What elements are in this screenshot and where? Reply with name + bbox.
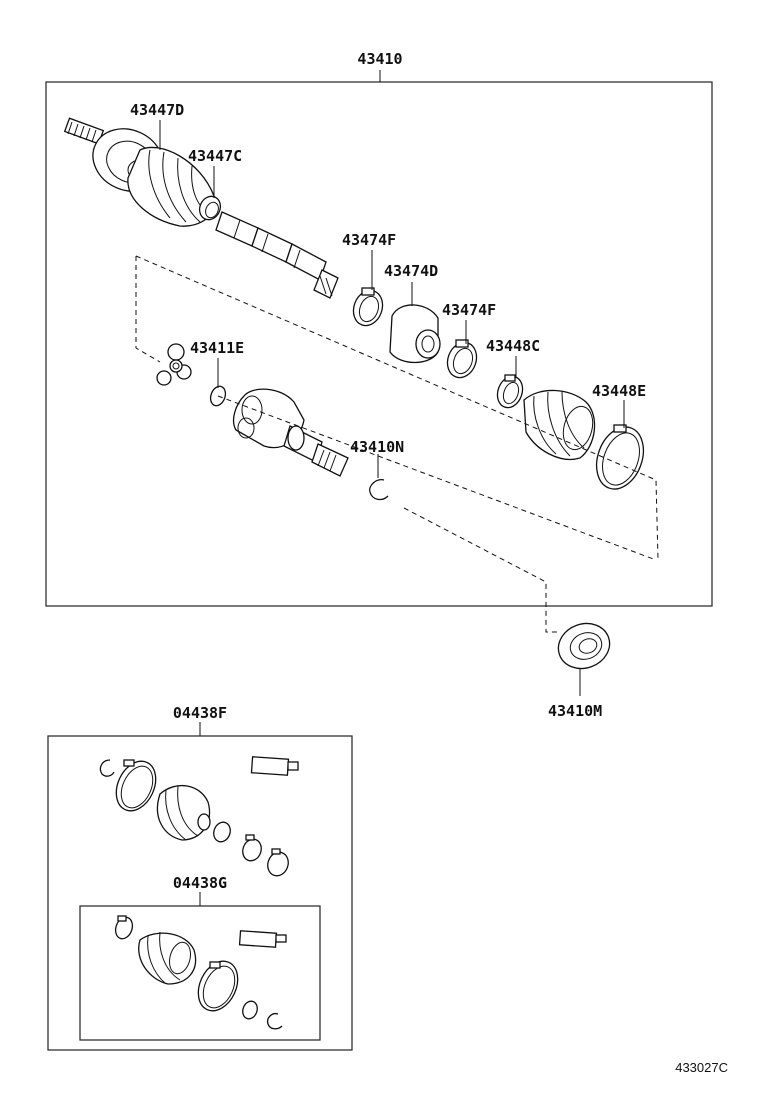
inner-boot-clamp-small[interactable] <box>349 286 388 329</box>
spline-lines <box>67 121 97 143</box>
inner-boot-clamp-large[interactable] <box>588 420 651 495</box>
inner-boot-clamp-43448c[interactable] <box>493 373 526 411</box>
dashed-guide-left <box>135 256 161 363</box>
kit-inner-parts <box>114 915 287 1030</box>
grease-tube-inner-kit <box>238 930 278 948</box>
kit-outer-label[interactable]: 04438F <box>173 704 227 722</box>
label-43411e[interactable]: 43411E <box>190 339 244 357</box>
label-43474f-upper[interactable]: 43474F <box>342 231 396 249</box>
inner-joint-housing[interactable] <box>232 388 349 477</box>
label-43448e[interactable]: 43448E <box>592 382 646 400</box>
kit-inner-label[interactable]: 04438G <box>173 874 227 892</box>
label-43410m[interactable]: 43410M <box>548 702 602 720</box>
assembly-label[interactable]: 43410 <box>357 50 402 68</box>
dashed-guide-middle <box>217 395 657 561</box>
label-43447d[interactable]: 43447D <box>130 101 184 119</box>
label-43410n[interactable]: 43410N <box>350 438 404 456</box>
tripod-joint[interactable] <box>156 343 192 386</box>
center-bearing[interactable] <box>552 616 616 675</box>
damper-clamp-small[interactable] <box>443 338 482 381</box>
inner-boot[interactable] <box>523 389 597 460</box>
label-43474d[interactable]: 43474D <box>384 262 438 280</box>
dashed-guide-bearing <box>403 507 560 633</box>
kit-outer-parts <box>99 756 299 877</box>
label-43474f-lower[interactable]: 43474F <box>442 301 496 319</box>
grease-tube-outer-kit <box>250 756 290 776</box>
dynamic-damper[interactable] <box>389 304 441 364</box>
drive-shaft[interactable] <box>215 211 339 299</box>
shaft-snap-ring[interactable] <box>369 479 389 501</box>
diagram-code: 433027C <box>675 1060 728 1075</box>
label-43447c[interactable]: 43447C <box>188 147 242 165</box>
assembly-frame <box>45 81 713 607</box>
label-43448c[interactable]: 43448C <box>486 337 540 355</box>
